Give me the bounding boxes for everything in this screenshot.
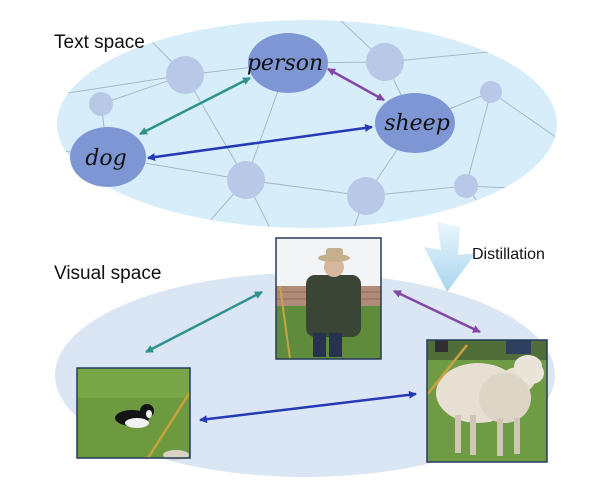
sheep-photo: [426, 339, 548, 463]
dog-node: [70, 127, 146, 187]
small-node: [347, 177, 385, 215]
graph-nodes: [70, 33, 502, 215]
dog-sheep-image-arrow: [199, 390, 417, 424]
distillation-arrow: [424, 222, 476, 292]
sheep-label: sheep: [384, 111, 450, 136]
dog-person-image-arrow: [145, 290, 263, 354]
dog-label: dog: [85, 146, 126, 171]
small-node: [480, 81, 502, 103]
dog-photo: [76, 367, 192, 460]
small-node: [89, 92, 113, 116]
person-sheep-arrow: [327, 67, 385, 102]
text-space-label: Text space: [54, 32, 145, 53]
small-node: [166, 56, 204, 94]
small-node: [454, 174, 478, 198]
distillation-label: Distillation: [472, 246, 545, 263]
person-label: person: [247, 51, 323, 76]
visual-space-label: Visual space: [54, 263, 161, 284]
person-photo: [275, 237, 382, 360]
person-sheep-image-arrow: [393, 289, 481, 334]
dog-sheep-arrow: [147, 123, 373, 162]
sheep-node: [375, 93, 455, 153]
small-node: [366, 43, 404, 81]
small-node: [227, 161, 265, 199]
person-node: [248, 33, 328, 93]
